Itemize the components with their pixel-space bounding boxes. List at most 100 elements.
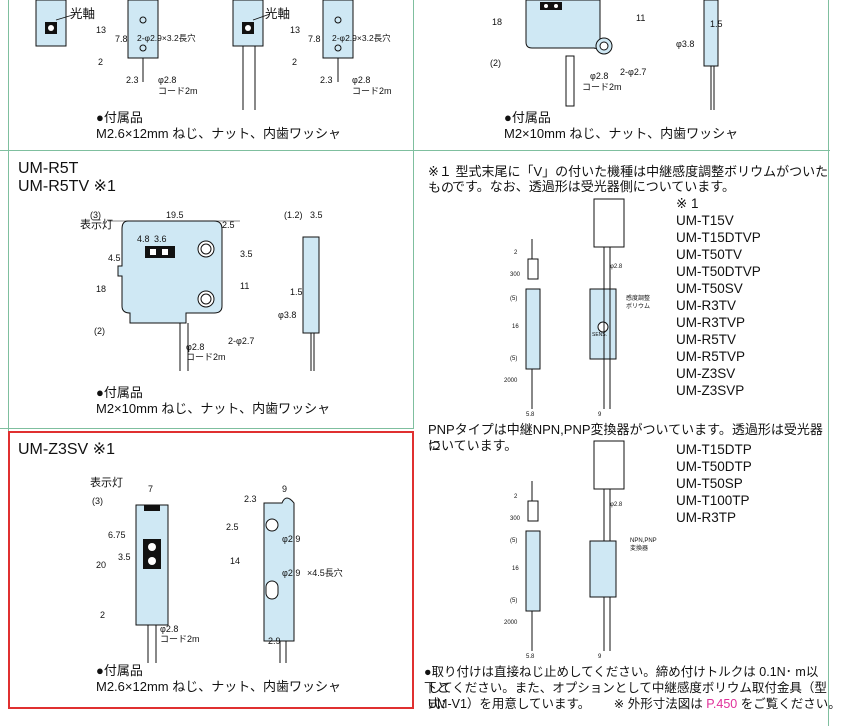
model-title-2: UM-R5TV ※1: [18, 178, 116, 195]
model-item: UM-Z3SVP: [676, 383, 745, 398]
fig2-dim-2000: 2000: [504, 620, 518, 626]
dim-18: 18: [96, 284, 107, 294]
dim-2: 2: [100, 610, 106, 620]
dim-cable-length-b: コード2m: [352, 86, 392, 96]
dim-3-8: φ3.8: [676, 39, 695, 49]
dim-hole-2: φ2.9: [282, 568, 301, 578]
note-1-line-1: ※１ 型式末尾に「V」の付いた機種は中継感度調整ボリウムがついたもの: [428, 164, 829, 195]
accessory-text: M2.6×12mm ねじ、ナット、内歯ワッシャ: [96, 679, 341, 694]
dim-4-5: 4.5: [108, 253, 121, 263]
dim-1-2: (1.2): [284, 210, 303, 220]
fig1-cable: φ2.8: [610, 264, 623, 270]
model-item: UM-T50DTP: [676, 459, 752, 474]
dim-cable-diameter: φ2.8: [186, 342, 205, 352]
dim-9: 9: [282, 484, 288, 494]
dim-slot-b: 2-φ2.9×3.2長穴: [332, 33, 391, 43]
fig2-dim-5a: (5): [510, 538, 518, 544]
drawing-top-left: [35, 0, 354, 110]
model-item: UM-R3TVP: [676, 315, 746, 330]
dim-cable-length: コード2m: [582, 82, 622, 92]
dim-hole-1: φ2.9: [282, 534, 301, 544]
dim-7-8-b: 7.8: [308, 34, 321, 44]
dim-2-5: 2.5: [226, 522, 239, 532]
model-title: UM-Z3SV ※1: [18, 441, 115, 458]
fig1-dim-5-8: 5.8: [526, 412, 535, 418]
model-item: UM-T15DTVP: [676, 230, 761, 245]
fig2-converter-label: NPN,PNP 変換器: [630, 538, 657, 552]
drawing-um-r5t: [108, 220, 320, 371]
fig2-dim-9: 9: [598, 654, 602, 660]
dim-3-5: 3.5: [118, 552, 131, 562]
accessory-heading: ●付属品: [96, 110, 143, 125]
page-reference-link[interactable]: P.450: [706, 697, 738, 711]
dim-2: (2): [94, 326, 105, 336]
fig1-dim-16: 16: [512, 324, 519, 330]
model-item: UM-T50SV: [676, 281, 743, 296]
dim-cable-length: コード2m: [160, 634, 200, 644]
model-item: UM-R3TV: [676, 298, 736, 313]
accessory-heading: ●付属品: [96, 385, 143, 400]
fig1-dim-300: 300: [510, 272, 521, 278]
accessory-text: M2×10mm ねじ、ナット、内歯ワッシャ: [504, 126, 739, 141]
dim-2-3: 2.3: [126, 75, 139, 85]
fig2-dim-2: 2: [514, 494, 518, 500]
dim-1-5: 1.5: [290, 287, 303, 297]
dim-2-5: 2.5: [222, 220, 235, 230]
fig2-dim-300: 300: [510, 516, 521, 522]
fig1-volume-label: 感度調整 ボリウム: [626, 296, 651, 310]
footer-text: UM-V1）を用意しています。: [428, 697, 591, 711]
model-item: UM-R5TV: [676, 332, 736, 347]
dim-cable-diameter: φ2.8: [158, 75, 177, 85]
model-item: UM-T100TP: [676, 493, 750, 508]
model-item: UM-T15V: [676, 213, 734, 228]
note-1-line-2: です。なお、透過形は受光器側についています。: [452, 179, 736, 194]
section-top-left: 光軸 光軸 13 13 7.8 7.8 2-φ2.9×3.2長穴 2-φ2.9×…: [0, 0, 414, 151]
dim-6-75: 6.75: [108, 530, 126, 540]
dim-2-3-b: 2.3: [320, 75, 333, 85]
dim-3-8: φ3.8: [278, 310, 297, 320]
dim-13-b: 13: [290, 25, 301, 35]
dim-2-b: 2: [292, 57, 298, 67]
indicator-label: 表示灯: [80, 219, 113, 231]
drawing-converter: [525, 440, 625, 651]
model-item: UM-T50TV: [676, 247, 743, 262]
dim-optical-axis: 光軸: [70, 7, 96, 21]
section-um-z3sv: UM-Z3SV ※1 表示灯 7 (3) 6.75 3.5 20 2 2.3 9…: [8, 431, 414, 709]
dim-3-6: 3.6: [154, 234, 167, 244]
fig2-dim-5-8: 5.8: [526, 654, 535, 660]
footer-line-1: ●取り付けは直接ねじ止めしてください。締め付けトルクは 0.1N･ m以下と: [424, 665, 819, 695]
fig1-sens: SENS.: [592, 332, 608, 338]
footer-ref-text: ※ 外形寸法図は: [613, 697, 703, 711]
model-list-volume: ※ 1 UM-T15V UM-T15DTVP UM-T50TV UM-T50DT…: [676, 195, 761, 399]
model-item: UM-T15DTP: [676, 442, 752, 457]
dim-3-5-top: 3.5: [310, 210, 323, 220]
model-list-pnp: UM-T15DTP UM-T50DTP UM-T50SP UM-T100TP U…: [676, 441, 752, 526]
accessory-heading: ●付属品: [504, 110, 551, 125]
note-2-line-2: ついています。: [428, 438, 518, 453]
section-um-r5t: UM-R5T UM-R5TV ※1 (3) 表示灯 19.5 2.5 (1.2)…: [0, 151, 414, 429]
dim-2-9: 2.9: [268, 636, 281, 646]
footer-line-3: UM-V1）を用意しています。 ※ 外形寸法図は P.450 をご覧ください。: [428, 696, 841, 712]
fig2-cable: φ2.8: [610, 502, 623, 508]
dim-2-3: 2.3: [244, 494, 257, 504]
dim-18: 18: [492, 17, 503, 27]
accessory-text: M2.6×12mm ねじ、ナット、内歯ワッシャ: [96, 126, 341, 141]
dim-3: (3): [92, 496, 103, 506]
dim-holes: 2-φ2.7: [620, 67, 647, 77]
note-mark: ※ 1: [676, 196, 699, 211]
dim-19-5: 19.5: [166, 210, 184, 220]
drawing-top-right: [525, 0, 719, 110]
frame-line-right: [828, 0, 829, 726]
model-item: UM-T50DTVP: [676, 264, 761, 279]
accessory-heading: ●付属品: [96, 663, 143, 678]
dim-14: 14: [230, 556, 241, 566]
dim-1-5: 1.5: [710, 19, 723, 29]
fig1-dim-2000: 2000: [504, 378, 518, 384]
fig1-dim-9: 9: [598, 412, 602, 418]
drawing-relay-volume: [525, 198, 625, 409]
section-top-right: 18 11 1.5 φ3.8 (2) 2-φ2.7 φ2.8 コード2m ●付属…: [414, 0, 830, 151]
dim-7: 7: [148, 484, 154, 494]
dim-cable-length: コード2m: [186, 352, 226, 362]
dim-2: (2): [490, 58, 501, 68]
